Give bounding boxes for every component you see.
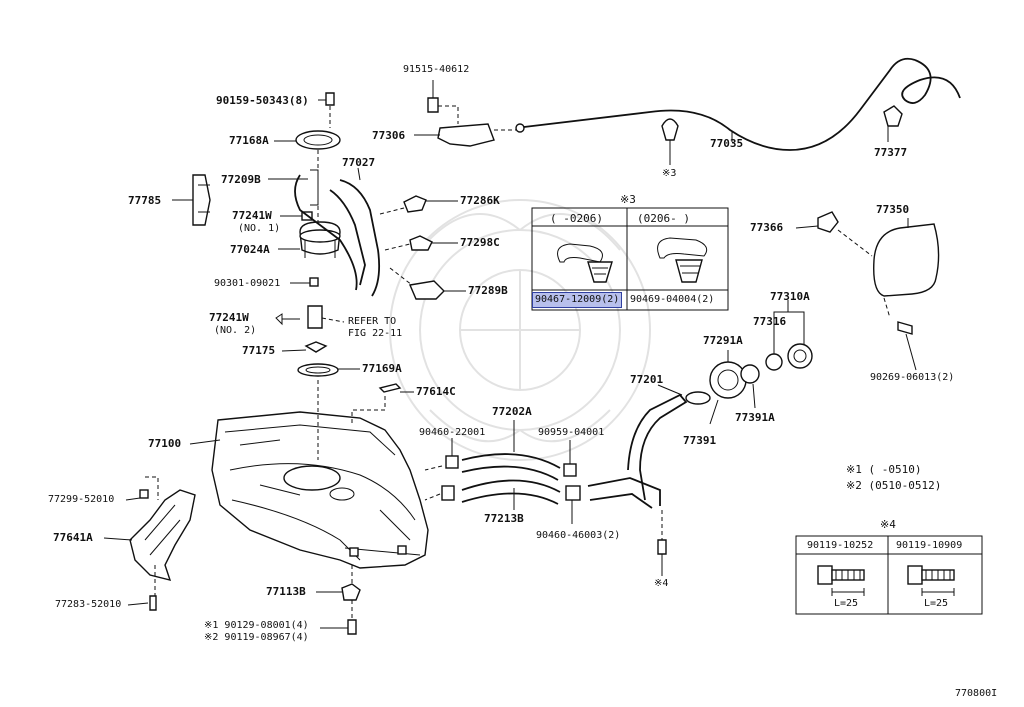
part-label-90119-10909[interactable]: 90119-10909 — [896, 540, 963, 551]
part-label-77168a[interactable]: 77168A — [229, 134, 269, 147]
part-label-77377[interactable]: 77377 — [874, 146, 908, 159]
part-note-no1: (NO. 1) — [238, 223, 281, 234]
refer-to-label[interactable]: REFER TO — [348, 316, 397, 327]
part-label-91515-40612[interactable]: 91515-40612 — [403, 64, 470, 75]
part-label-90467-12009[interactable]: 90467-12009(2) — [531, 292, 623, 308]
part-label-77201[interactable]: 77201 — [630, 373, 664, 386]
part-label-90460-46003[interactable]: 90460-46003(2) — [536, 530, 621, 541]
refer-fig-link[interactable]: FIG 22-11 — [348, 328, 403, 339]
box3-title: ※3 — [620, 193, 636, 206]
part-label-90119-08967[interactable]: ※2 90119-08967(4) — [204, 632, 309, 643]
part-label-77785[interactable]: 77785 — [128, 194, 162, 207]
note-2: ※2 (0510-0512) — [846, 479, 942, 492]
part-label-77213b[interactable]: 77213B — [484, 512, 524, 525]
part-label-77024a[interactable]: 77024A — [230, 243, 270, 256]
part-label-90469-04004[interactable]: 90469-04004(2) — [630, 294, 715, 305]
part-label-77100[interactable]: 77100 — [148, 437, 182, 450]
part-label-90159-50343[interactable]: 90159-50343(8) — [216, 94, 309, 107]
box4-length-2: L=25 — [924, 598, 949, 609]
fuel-tank-drawing — [211, 411, 429, 569]
part-label-77316[interactable]: 77316 — [753, 315, 787, 328]
part-label-90959-04001[interactable]: 90959-04001 — [538, 427, 605, 438]
part-label-77283-52010[interactable]: 77283-52010 — [55, 599, 122, 610]
part-label-77291a[interactable]: 77291A — [703, 334, 743, 347]
note-mark-3: ※3 — [662, 168, 677, 179]
part-label-77641a[interactable]: 77641A — [53, 531, 93, 544]
part-label-77391a[interactable]: 77391A — [735, 411, 775, 424]
part-label-77298c[interactable]: 77298C — [460, 236, 500, 249]
part-label-77241w-no1[interactable]: 77241W — [232, 209, 272, 222]
part-label-77113b[interactable]: 77113B — [266, 585, 306, 598]
part-label-90301-09021[interactable]: 90301-09021 — [214, 278, 281, 289]
figure-code: 770800I — [955, 688, 998, 699]
part-label-77310a[interactable]: 77310A — [770, 290, 810, 303]
box4-length-1: L=25 — [834, 598, 859, 609]
part-label-77202a[interactable]: 77202A — [492, 405, 532, 418]
part-label-77614c[interactable]: 77614C — [416, 385, 456, 398]
part-label-90119-10252[interactable]: 90119-10252 — [807, 540, 874, 551]
part-label-90460-22001[interactable]: 90460-22001 — [419, 427, 486, 438]
part-label-90129-08001[interactable]: ※1 90129-08001(4) — [204, 620, 309, 631]
part-label-77169a[interactable]: 77169A — [362, 362, 402, 375]
part-label-77027[interactable]: 77027 — [342, 156, 376, 169]
part-label-77035[interactable]: 77035 — [710, 137, 744, 150]
watermark-emblem — [389, 199, 651, 461]
part-label-77209b[interactable]: 77209B — [221, 173, 261, 186]
part-label-77289b[interactable]: 77289B — [468, 284, 508, 297]
part-label-77350[interactable]: 77350 — [876, 203, 910, 216]
part-label-77306[interactable]: 77306 — [372, 129, 406, 142]
clip-variants-box — [531, 207, 729, 311]
part-label-77241w-no2[interactable]: 77241W — [209, 311, 249, 324]
part-label-77286k[interactable]: 77286K — [460, 194, 500, 207]
box3-col1-header: ( -0206) — [550, 212, 603, 225]
box4-title: ※4 — [880, 518, 896, 531]
part-note-no2: (NO. 2) — [214, 325, 257, 336]
part-label-90269-06013[interactable]: 90269-06013(2) — [870, 372, 955, 383]
part-label-77299-52010[interactable]: 77299-52010 — [48, 494, 115, 505]
part-label-77391[interactable]: 77391 — [683, 434, 717, 447]
part-label-77366[interactable]: 77366 — [750, 221, 784, 234]
bolt-variants-box — [795, 535, 983, 615]
part-label-77175[interactable]: 77175 — [242, 344, 276, 357]
note-1: ※1 ( -0510) — [846, 463, 922, 476]
box3-col2-header: (0206- ) — [637, 212, 690, 225]
note-mark-4: ※4 — [654, 578, 669, 589]
